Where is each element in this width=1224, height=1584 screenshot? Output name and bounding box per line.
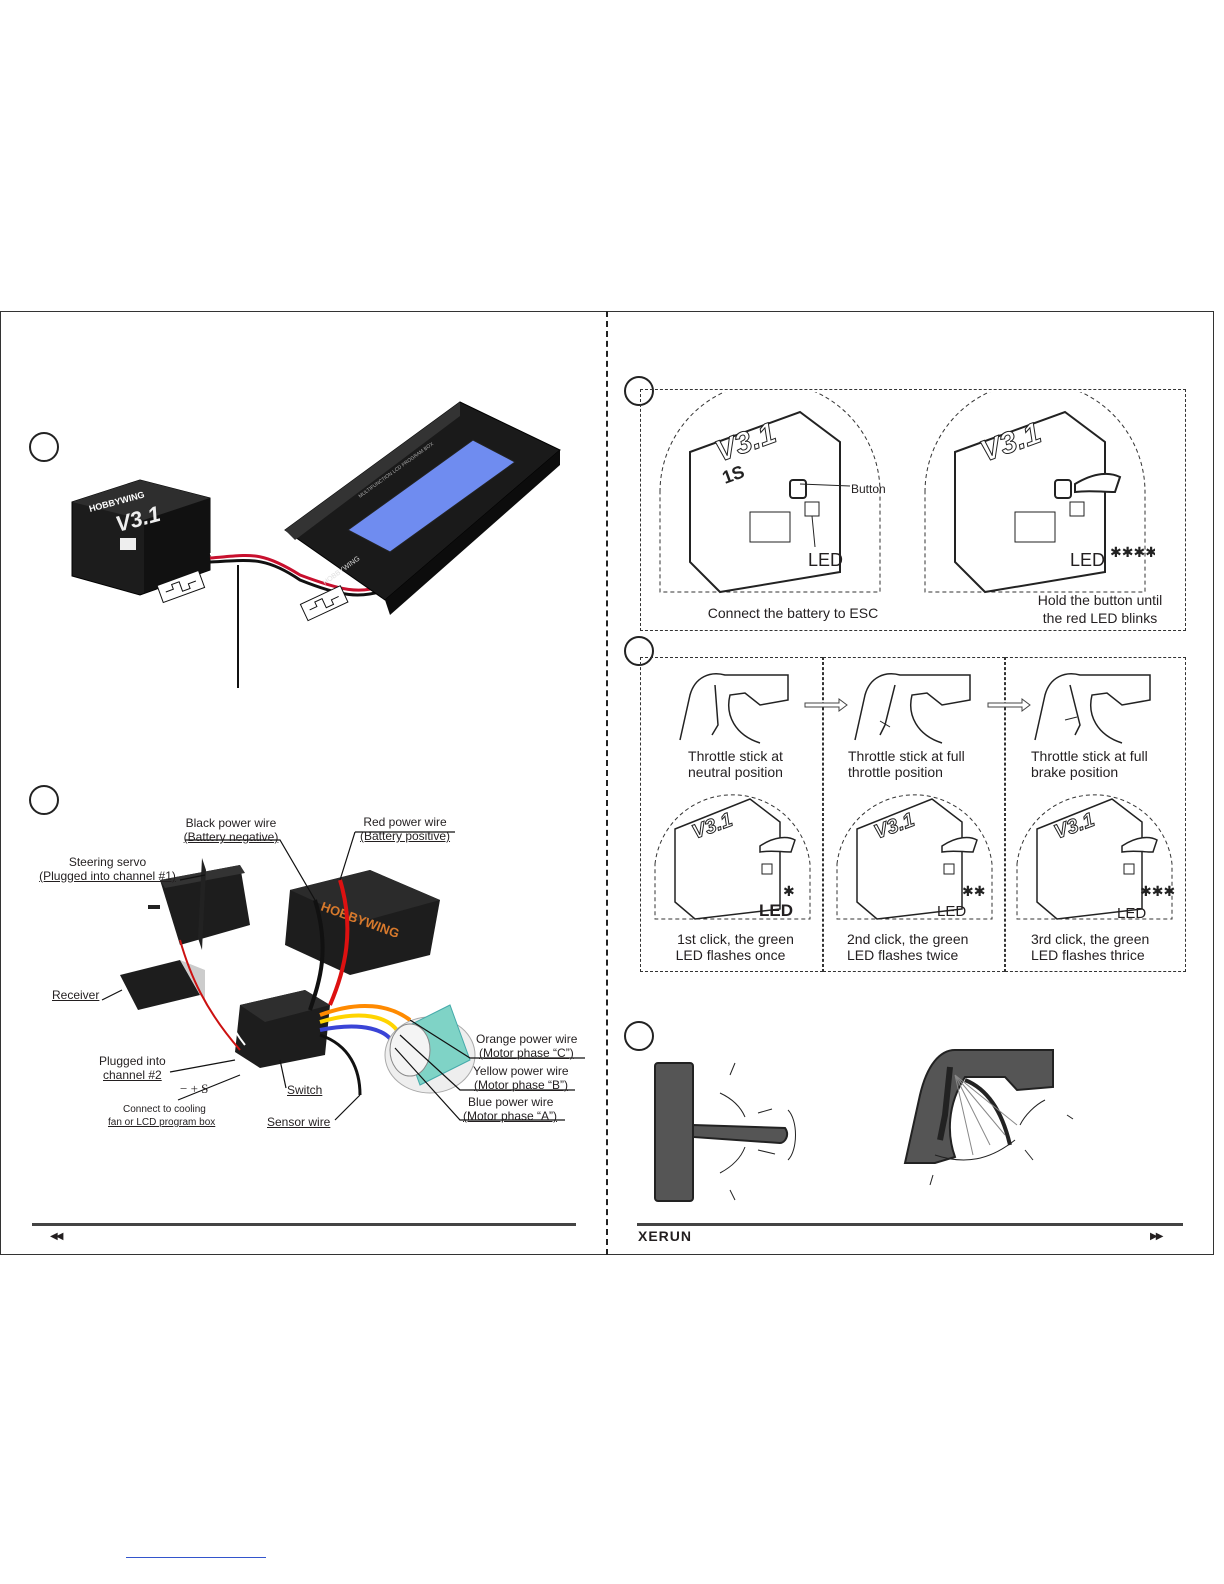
footer-rule	[32, 1223, 576, 1226]
esc-click-thrice: V3.1 ✱✱✱	[1016, 794, 1175, 920]
step-marker-circle	[624, 376, 654, 406]
click-twice-caption-2: LED flashes twice	[847, 947, 959, 963]
esc-closeup-connect: V3.1 1S	[659, 392, 881, 594]
receiver-label: Receiver	[52, 988, 100, 1002]
black-wire-label: Black power wire	[185, 816, 277, 830]
orange-wire-label: Orange power wire	[476, 1032, 578, 1046]
plugged-label: Plugged into	[99, 1054, 166, 1068]
footer-rule	[637, 1223, 1183, 1226]
red-wire-sublabel: (Battery positive)	[359, 829, 451, 843]
arrow-right-icon	[804, 698, 848, 712]
click-thrice-caption-2: LED flashes thrice	[1031, 947, 1145, 963]
left-page	[0, 311, 608, 1255]
svg-text:✱: ✱	[783, 883, 795, 899]
esc-click-once: V3.1 ✱	[654, 794, 811, 920]
yellow-wire-sublabel: (Motor phase “B”)	[474, 1078, 569, 1092]
svg-text:✱✱✱: ✱✱✱	[1140, 883, 1175, 899]
bottom-link-underline[interactable]	[126, 1557, 266, 1558]
esc-closeup-hold: V3.1 ✱✱✱✱	[924, 392, 1155, 594]
arrow-right-icon	[987, 698, 1031, 712]
page-fold-divider	[606, 311, 608, 1255]
svg-text:✱✱✱✱: ✱✱✱✱	[1110, 544, 1155, 560]
led-label-thrice: LED	[1117, 905, 1147, 922]
plugged-sublabel: channel #2	[103, 1068, 162, 1082]
hold-button-caption-1: Hold the button until	[1037, 592, 1163, 608]
connect-battery-caption: Connect the battery to ESC	[707, 605, 879, 621]
led-label: LED	[808, 550, 844, 570]
step-marker-circle	[624, 1021, 654, 1051]
click-twice-caption-1: 2nd click, the green	[847, 931, 969, 947]
right-page	[607, 311, 1214, 1255]
full-throttle-caption-1: Throttle stick at full	[848, 748, 965, 764]
switch-label: Switch	[287, 1083, 323, 1097]
esc-program-box-illustration: HOBBYWING V3.1 MULTIFUNCTION LCD PROGRAM…	[71, 401, 561, 688]
step-box-power-on	[640, 389, 1186, 631]
next-page-icon[interactable]: ▶▶	[1150, 1231, 1163, 1242]
orange-wire-sublabel: (Motor phase “C”)	[479, 1046, 574, 1060]
step-box-full-brake	[1005, 657, 1186, 972]
wiring-diagram: HOBBYWING	[101, 831, 585, 1121]
esc-click-twice: V3.1 ✱✱	[836, 794, 993, 920]
full-throttle-caption-2: throttle position	[848, 764, 943, 780]
blue-wire-label: Blue power wire	[468, 1095, 554, 1109]
led-label-once: LED	[759, 901, 793, 920]
neutral-caption-1: Throttle stick at	[688, 748, 783, 764]
step-marker-circle	[29, 785, 59, 815]
trigger-full-brake-icon	[1034, 673, 1151, 744]
full-brake-caption-2: brake position	[1031, 764, 1119, 780]
led-label-twice: LED	[937, 903, 967, 920]
esc-badge	[120, 538, 136, 550]
neutral-caption-2: neutral position	[688, 764, 783, 780]
cooling-sublabel: fan or LCD program box	[108, 1117, 216, 1128]
servo-sublabel: (Plugged into channel #1)	[39, 869, 176, 883]
click-once-caption-2: LED flashes once	[675, 947, 786, 963]
click-thrice-caption-1: 3rd click, the green	[1031, 931, 1150, 947]
previous-page-icon[interactable]: ◀◀	[50, 1231, 63, 1242]
trigger-neutral-icon	[679, 673, 789, 744]
yellow-wire-label: Yellow power wire	[473, 1064, 569, 1078]
pin-labels: − + S	[180, 1081, 209, 1096]
svg-text:✱✱: ✱✱	[962, 883, 985, 899]
stick-transmitter-icon	[654, 1062, 796, 1202]
step-marker-circle	[624, 636, 654, 666]
brand-logo: XERUN	[638, 1228, 693, 1244]
sensor-wire-label: Sensor wire	[267, 1115, 331, 1129]
black-wire-sublabel: (Battery negative)	[183, 830, 279, 844]
pistol-transmitter-icon	[903, 1049, 1074, 1186]
step-box-neutral	[640, 657, 823, 972]
hold-button-caption-2: the red LED blinks	[1042, 610, 1158, 626]
trigger-full-throttle-icon	[854, 673, 971, 744]
servo-label: Steering servo	[68, 855, 147, 869]
button-label: Button	[851, 482, 886, 496]
step-marker-circle	[29, 432, 59, 462]
cooling-label: Connect to cooling	[123, 1104, 206, 1115]
click-once-caption-1: 1st click, the green	[677, 931, 794, 947]
red-wire-label: Red power wire	[363, 815, 447, 829]
blue-wire-sublabel: (Motor phase “A”)	[463, 1109, 558, 1123]
step-box-full-throttle	[823, 657, 1005, 972]
led-label-hold: LED	[1070, 550, 1106, 570]
full-brake-caption-1: Throttle stick at full	[1031, 748, 1148, 764]
